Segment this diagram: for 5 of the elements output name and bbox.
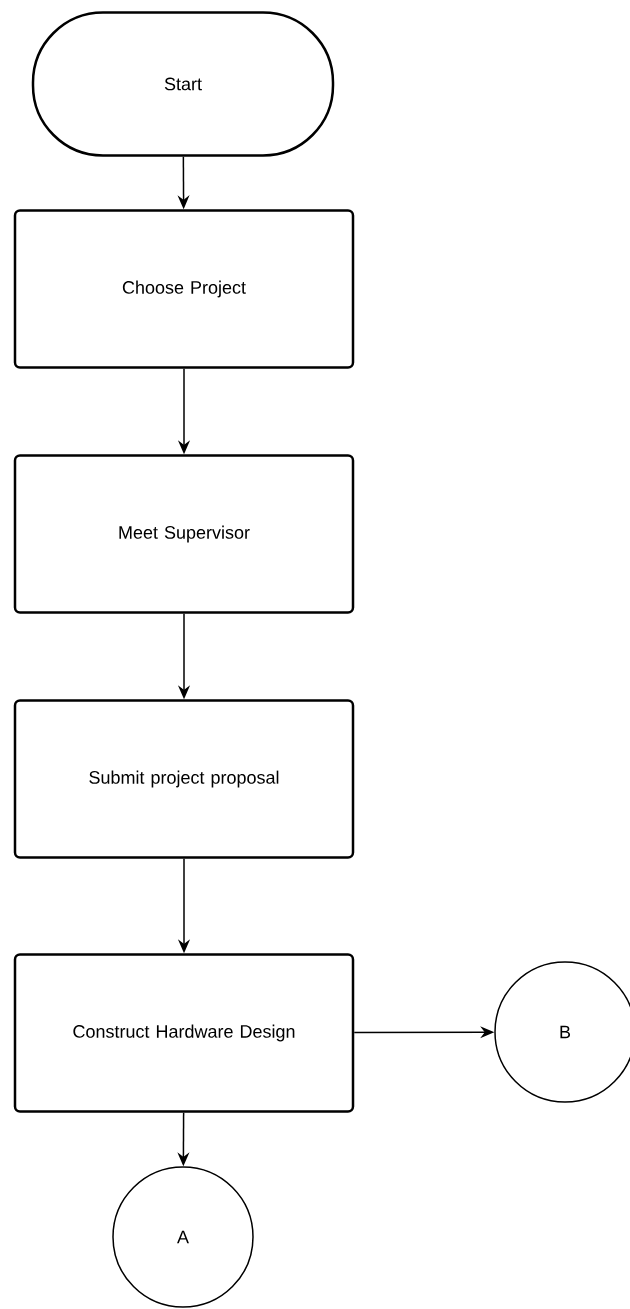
process-box: Meet Supervisor [13,454,355,614]
process-box: Construct Hardware Design [13,953,355,1113]
process-box: Choose Project [13,209,355,369]
process-box: Submit project proposal [13,699,355,859]
start-terminal: Start [31,11,335,157]
